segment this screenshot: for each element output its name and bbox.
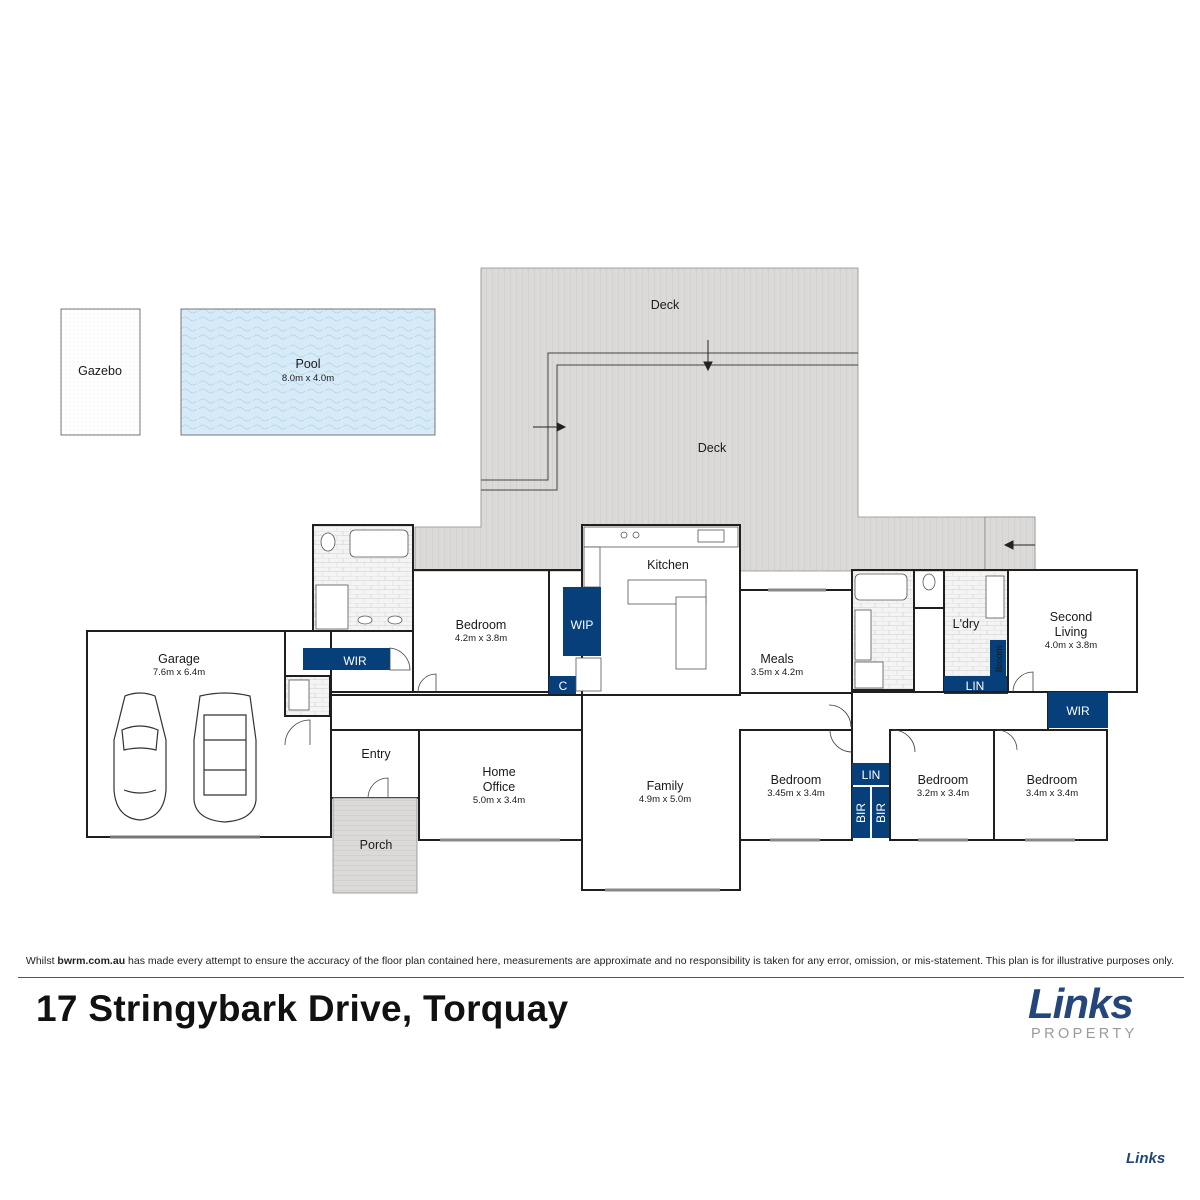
deck-upper-label: Deck: [651, 298, 680, 312]
bathroom-2-walls: [851, 569, 915, 691]
toilet-2-icon: [922, 573, 936, 591]
home-office-label-1: Home: [482, 765, 515, 779]
floor-plan: Gazebo Pool 8.0m x 4.0m Deck Deck Garage…: [60, 267, 1138, 894]
bedroom-2-dimensions: 3.45m x 3.4m: [767, 788, 825, 799]
laundry-tub-icon: [985, 575, 1005, 619]
property-address: 17 Stringybark Drive, Torquay: [36, 988, 569, 1029]
wir-main-label: WIR: [343, 654, 367, 668]
fridge-space: [575, 657, 602, 692]
deck-arrow-down: [703, 340, 713, 372]
bedroom-4-dimensions: 3.4m x 3.4m: [1026, 788, 1078, 799]
entry-door: [367, 777, 389, 799]
family-label: Family: [647, 779, 685, 793]
sink-icon: [697, 529, 725, 543]
kitchen-island-arm: [675, 596, 707, 670]
wir-right-label: WIR: [1066, 704, 1090, 718]
links-property-logo: Links PROPERTY: [1028, 982, 1163, 1046]
wir-main-tag: [303, 648, 390, 670]
bir-2-label: BIR: [874, 803, 888, 823]
garage-dimensions: 7.6m x 6.4m: [153, 667, 205, 678]
second-living-label-1: Second: [1050, 610, 1092, 624]
bir-1-label: BIR: [854, 803, 868, 823]
bir-2-tag: [872, 787, 890, 838]
meals-label: Meals: [760, 652, 793, 666]
kitchen-label: Kitchen: [647, 558, 689, 572]
wir-door: [389, 647, 411, 671]
footer-divider: [18, 977, 1184, 978]
broom-tag: [990, 640, 1006, 676]
lin-hall-label: LIN: [862, 768, 881, 782]
hall-door: [828, 704, 852, 728]
bedroom-3-door: [892, 729, 916, 753]
pool-area: [180, 308, 436, 436]
deck-arrow-right: [533, 422, 567, 432]
second-living-door: [1012, 671, 1034, 693]
family-dimensions: 4.9m x 5.0m: [639, 794, 691, 805]
entry-room: [330, 729, 420, 799]
deck-step-edge: [481, 352, 858, 481]
basin-icon: [357, 615, 373, 625]
porch-label: Porch: [360, 838, 393, 852]
bedroom-main-door: [417, 673, 437, 693]
bedroom-4-label: Bedroom: [1027, 773, 1078, 787]
cooktop-icon: [620, 531, 628, 539]
powder-door: [284, 719, 311, 746]
garage-label: Garage: [158, 652, 200, 666]
wip-label: WIP: [571, 618, 594, 632]
lin-laundry-tag: [944, 676, 1008, 694]
shower-icon: [315, 584, 349, 630]
cupboard-tag: [549, 676, 576, 695]
gazebo-area: [60, 308, 141, 436]
toilet-icon: [320, 532, 336, 552]
porch-area: [332, 797, 418, 894]
home-office-label-2: Office: [483, 780, 515, 794]
bedroom-main-label: Bedroom: [456, 618, 507, 632]
disclaimer-text: Whilst bwrm.com.au has made every attemp…: [25, 955, 1175, 967]
deck-lower-label: Deck: [698, 441, 727, 455]
bedroom-main-dimensions: 4.2m x 3.8m: [455, 633, 507, 644]
lin-laundry-label: LIN: [966, 679, 985, 693]
entry-label: Entry: [361, 747, 391, 761]
steps-arrow-left: [1003, 540, 1035, 550]
wip-tag: [563, 587, 601, 656]
car-icon: [193, 692, 257, 823]
second-living-dimensions: 4.0m x 3.8m: [1045, 640, 1097, 651]
basin-icon: [387, 615, 403, 625]
pool-label: Pool: [295, 357, 320, 371]
bedroom-3-label: Bedroom: [918, 773, 969, 787]
car-icon: [113, 692, 167, 821]
pool-dimensions: 8.0m x 4.0m: [282, 373, 334, 384]
wir-area: [284, 630, 414, 693]
lin-hall-tag: [852, 763, 890, 785]
bedroom-3-dimensions: 3.2m x 3.4m: [917, 788, 969, 799]
cupboard-label: C: [559, 679, 568, 693]
vanity-icon: [854, 609, 872, 661]
bedroom-2-label: Bedroom: [771, 773, 822, 787]
wir-right-tag: [1048, 692, 1108, 728]
bedroom-2-door: [829, 729, 853, 753]
bathtub-2-icon: [854, 573, 908, 601]
meals-dimensions: 3.5m x 4.2m: [751, 667, 803, 678]
powder-shower-icon: [288, 679, 310, 711]
bir-1-tag: [852, 787, 870, 838]
links-small-logo: Links: [1126, 1150, 1166, 1167]
shower-2-icon: [854, 661, 884, 689]
home-office-dimensions: 5.0m x 3.4m: [473, 795, 525, 806]
logo-subtitle: PROPERTY: [1031, 1026, 1138, 1042]
kitchen-bench-left: [583, 546, 601, 588]
disclaimer-site: bwrm.com.au: [57, 955, 126, 967]
laundry-label: L'dry: [953, 617, 980, 631]
second-living-label-2: Living: [1055, 625, 1088, 639]
broom-label: Broom: [994, 646, 1004, 673]
logo-word: Links: [1028, 980, 1134, 1027]
bathtub-icon: [349, 529, 409, 558]
kitchen-room: [581, 524, 741, 696]
gazebo-label: Gazebo: [78, 364, 122, 378]
bedroom-4-door: [996, 729, 1018, 751]
cooktop-icon: [632, 531, 640, 539]
